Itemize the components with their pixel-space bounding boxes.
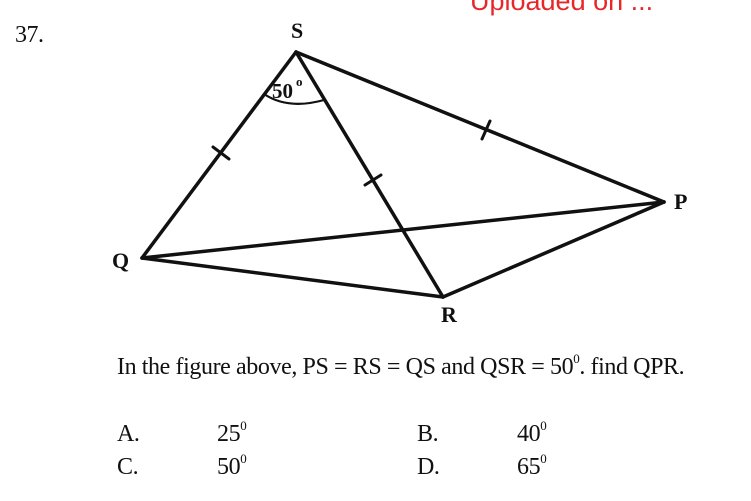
option-d-number: 65: [517, 454, 541, 480]
angle-label: 50: [272, 79, 293, 103]
question-number: 37.: [15, 22, 44, 48]
vertex-label-s: S: [291, 18, 303, 43]
angle-arc-qsr: [263, 93, 325, 105]
option-c-degree: 0: [240, 451, 247, 466]
option-a-number: 25: [217, 421, 241, 447]
option-b-number: 40: [517, 421, 541, 447]
geometry-figure: 50 o S P Q R: [112, 18, 687, 327]
segment-qp: [140, 200, 666, 260]
segment-sp: [294, 50, 666, 204]
angle-degree-mark: o: [296, 74, 303, 89]
tick-mark-sr: [363, 173, 383, 187]
option-d-degree: 0: [540, 451, 547, 466]
watermark-text: Uploaded on ...: [470, 0, 654, 16]
option-c-number: 50: [217, 454, 241, 480]
tick-mark-sp: [480, 119, 492, 141]
option-d-value: 650: [517, 451, 547, 481]
segment-qr: [140, 256, 445, 299]
option-a-value: 250: [217, 418, 247, 448]
option-b-value: 400: [517, 418, 547, 448]
vertex-label-q: Q: [112, 248, 129, 273]
option-d-letter: D.: [417, 454, 440, 480]
vertex-label-p: P: [674, 189, 687, 214]
option-b-degree: 0: [540, 418, 547, 433]
option-c-letter: C.: [117, 454, 139, 480]
option-c-value: 500: [217, 451, 247, 481]
option-a-letter: A.: [117, 421, 140, 447]
degree-mark: 0: [573, 351, 580, 366]
segment-qs: [140, 50, 298, 260]
segment-rp: [441, 200, 666, 299]
tick-mark-qs: [211, 145, 231, 161]
segment-sr: [294, 50, 445, 299]
option-b-letter: B.: [417, 421, 439, 447]
question-text: In the figure above, PS = RS = QS and QS…: [117, 350, 737, 384]
question-text-part1: In the figure above, PS = RS = QS and QS…: [117, 354, 574, 380]
question-text-part2: . find QPR.: [579, 354, 685, 380]
vertex-label-r: R: [441, 302, 458, 327]
option-a-degree: 0: [240, 418, 247, 433]
